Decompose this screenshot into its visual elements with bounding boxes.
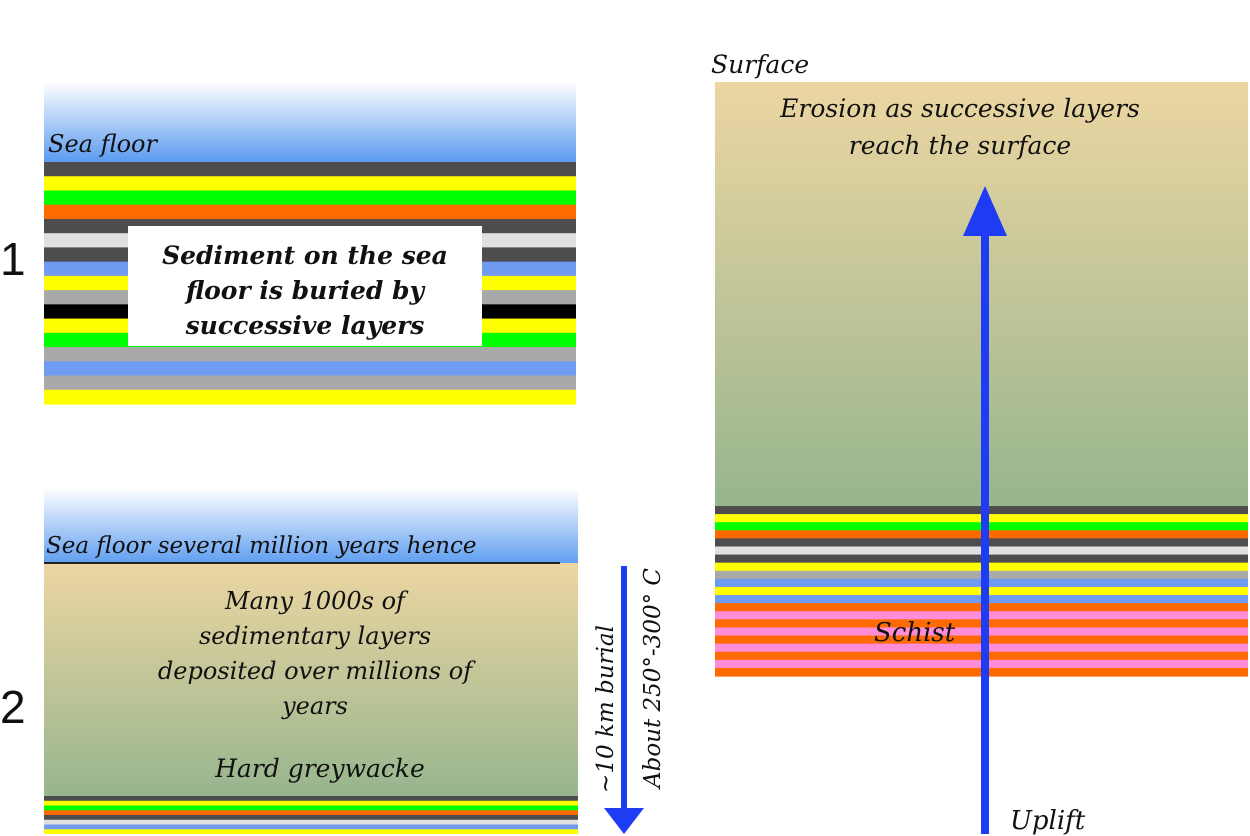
panel-2-deposit-text: Many 1000s of sedimentary layers deposit…	[157, 587, 473, 720]
panel-3	[715, 82, 1248, 834]
stratum-layer	[44, 829, 578, 834]
stratum-layer	[44, 815, 578, 821]
panel-2-sea-floor-label: Sea floor several million years hence	[46, 533, 477, 559]
schist-label: Schist	[874, 618, 956, 648]
burial-arrow-head	[604, 808, 644, 834]
stratum-layer	[44, 810, 578, 816]
stratum-layer	[44, 361, 576, 377]
stratum-layer	[44, 805, 578, 811]
stratum-layer	[44, 190, 576, 206]
panel-1-sea-floor-label: Sea floor	[48, 130, 157, 158]
panel-1-caption-box	[128, 226, 482, 346]
uplift-arrow-head	[963, 186, 1007, 236]
panel-1-caption: Sediment on the sea floor is buried by s…	[162, 241, 448, 340]
stratum-layer	[44, 800, 578, 807]
panel-1-sea	[44, 82, 576, 162]
stratum-layer	[44, 375, 576, 391]
panel-2	[44, 488, 644, 834]
burial-label: ~10 km burial	[593, 625, 619, 793]
stratum-layer	[44, 819, 578, 826]
stratum-layer	[44, 347, 576, 362]
erosion-text: Erosion as successive layers reach the s…	[780, 94, 1140, 160]
temperature-label: About 250°-300° C	[640, 567, 666, 789]
panel-2-rock-label: Hard greywacke	[215, 754, 425, 783]
panel-1	[44, 82, 576, 405]
panel-2-sediment	[44, 563, 578, 796]
surface-label: Surface	[711, 50, 810, 79]
stratum-layer	[44, 204, 576, 220]
stratum-layer	[44, 176, 576, 192]
uplift-label: Uplift	[1010, 806, 1086, 836]
panel-2-sea	[44, 488, 578, 566]
stratum-layer	[44, 824, 578, 830]
stratum-layer	[44, 796, 578, 802]
stratum-layer	[44, 389, 576, 405]
panel-2-number: 2	[0, 681, 26, 733]
stratum-layer	[44, 162, 576, 177]
panel-2-strata	[44, 796, 578, 834]
panel-1-number: 1	[0, 233, 26, 285]
